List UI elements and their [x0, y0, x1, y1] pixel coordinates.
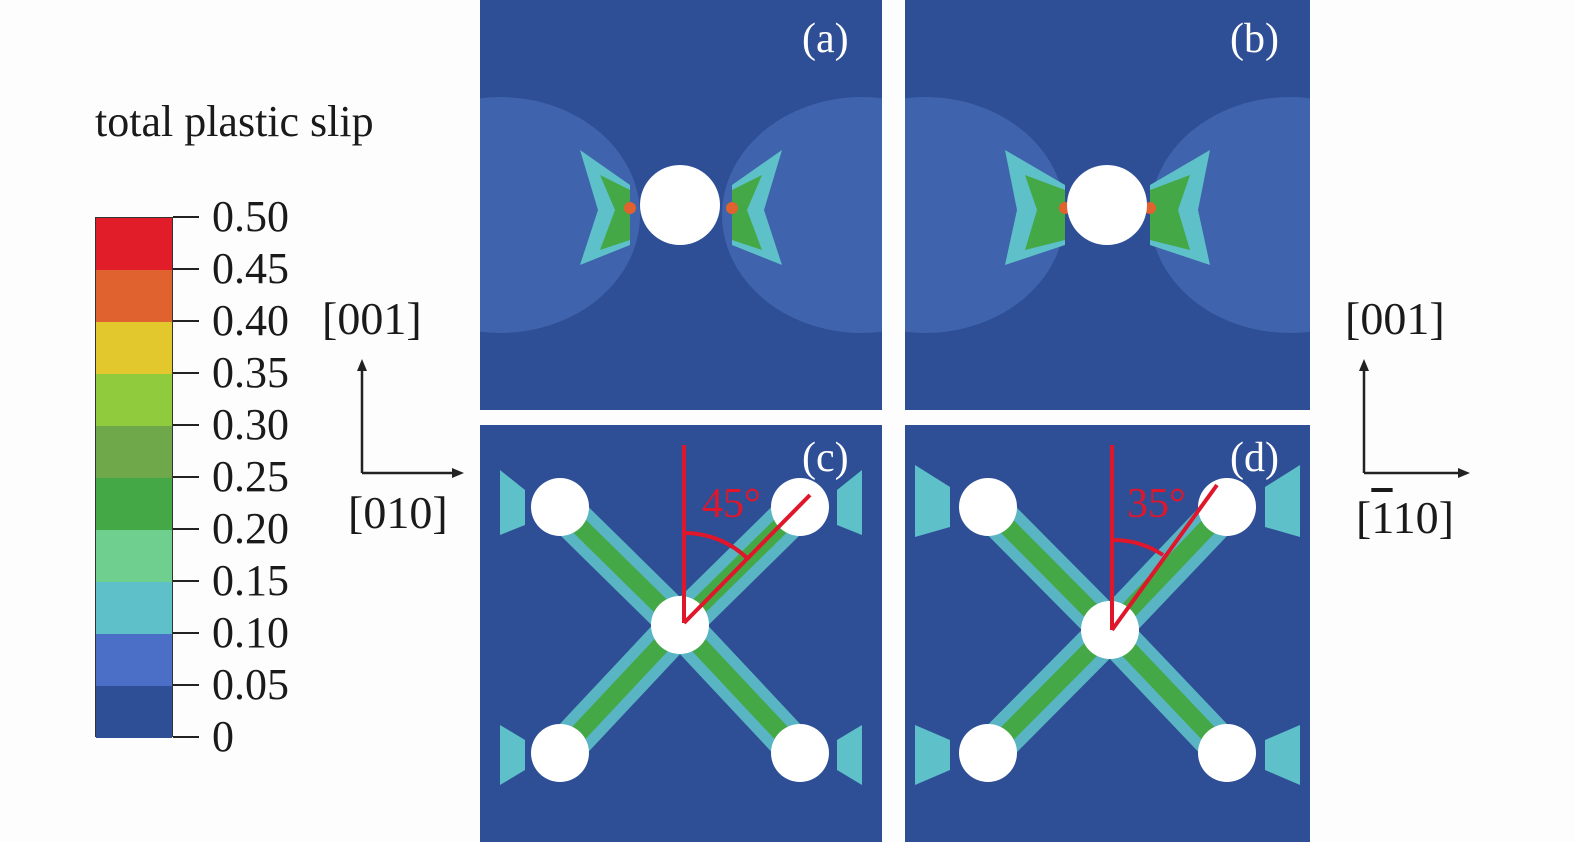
colorbar-tick [173, 320, 199, 322]
colorbar-tick-label: 0.30 [212, 400, 289, 449]
colorbar [95, 217, 173, 738]
colorbar-band [96, 270, 172, 322]
colorbar-tick-label: 0.50 [212, 192, 289, 241]
void-circle [959, 478, 1017, 536]
axis-label-horizontal-right: [110] [1356, 495, 1454, 541]
colorbar-band [96, 426, 172, 478]
void-circle [1198, 478, 1256, 536]
void-circle [959, 724, 1017, 782]
void-circle [531, 724, 589, 782]
axis-label-horizontal-right-rest: 10] [1392, 492, 1454, 543]
panel-b: (b) [905, 0, 1310, 410]
colorbar-tick-label: 0.10 [212, 608, 289, 657]
colorbar-band [96, 634, 172, 686]
axis-arrows-left [357, 359, 464, 478]
panel-c-label: (c) [802, 435, 849, 481]
panel-b-field [905, 97, 1310, 333]
axis-arrows-right [1359, 359, 1470, 478]
colorbar-band [96, 686, 172, 738]
axis-label-horizontal-right-open: [ [1356, 492, 1372, 543]
colorbar-tick-label: 0.45 [212, 244, 289, 293]
colorbar-tick-label: 0.25 [212, 452, 289, 501]
panel-d-field [915, 445, 1300, 785]
void-circle [1198, 724, 1256, 782]
panel-b-label: (b) [1230, 16, 1279, 62]
colorbar-tick-label: 0 [212, 712, 234, 761]
colorbar-tick-label: 0.05 [212, 660, 289, 709]
panel-d: (d) 35° [905, 425, 1310, 842]
void-circle [640, 165, 720, 245]
panel-a-label: (a) [802, 16, 849, 62]
colorbar-band [96, 530, 172, 582]
panel-d-angle: 35° [1127, 481, 1186, 527]
panel-a-field [480, 97, 882, 333]
colorbar-tick [173, 424, 199, 426]
colorbar-band [96, 218, 172, 270]
panel-d-label: (d) [1230, 435, 1279, 481]
colorbar-tick-label: 0.35 [212, 348, 289, 397]
colorbar-tick-label: 0.15 [212, 556, 289, 605]
colorbar-tick [173, 736, 199, 738]
panel-c-field [500, 445, 862, 785]
colorbar-tick [173, 476, 199, 478]
colorbar-band [96, 582, 172, 634]
colorbar-band [96, 374, 172, 426]
axis-label-vertical-right: [001] [1345, 293, 1445, 344]
colorbar-tick [173, 580, 199, 582]
colorbar-tick [173, 684, 199, 686]
void-circle [1067, 165, 1147, 245]
colorbar-tick [173, 528, 199, 530]
axis-label-vertical-left: [001] [322, 293, 422, 344]
void-circle [771, 724, 829, 782]
axis-label-horizontal-right-bar: 1 [1371, 492, 1393, 543]
colorbar-tick [173, 268, 199, 270]
colorbar-tick-label: 0.20 [212, 504, 289, 553]
colorbar-band [96, 478, 172, 530]
colorbar-tick [173, 216, 199, 218]
void-circle [531, 478, 589, 536]
angle-marker-c [682, 445, 812, 625]
axis-label-horizontal-left: [010] [348, 487, 448, 538]
panel-c: (c) 45° [480, 425, 882, 842]
angle-marker-d [1110, 445, 1219, 632]
legend-title: total plastic slip [95, 97, 374, 146]
colorbar-band [96, 322, 172, 374]
colorbar-tick-label: 0.40 [212, 296, 289, 345]
panel-c-angle: 45° [702, 481, 761, 527]
panel-a: (a) [480, 0, 882, 410]
colorbar-tick [173, 632, 199, 634]
colorbar-tick [173, 372, 199, 374]
